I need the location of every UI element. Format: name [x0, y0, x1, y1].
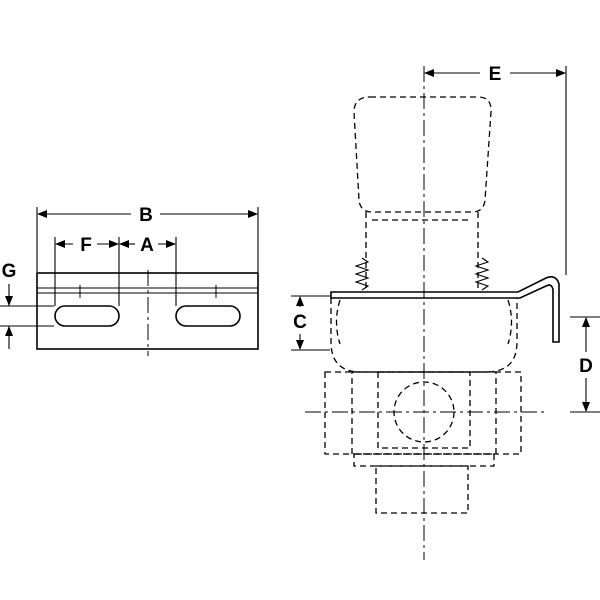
dimension-d — [570, 316, 600, 413]
label-g: G — [2, 261, 17, 282]
dimension-a — [119, 237, 177, 306]
dimension-e — [424, 66, 567, 275]
lower-port — [375, 465, 469, 514]
label-f: F — [80, 235, 92, 256]
control-knob-outline — [353, 96, 492, 290]
label-d: D — [579, 356, 593, 377]
mounting-bracket-bent — [330, 276, 560, 343]
bracket-side-view — [36, 270, 259, 356]
device-centerlines — [305, 66, 545, 560]
housing-outer — [324, 371, 522, 455]
left-spring — [354, 257, 370, 291]
dimension-f — [54, 237, 120, 306]
left-mounting-slot — [54, 305, 120, 327]
dimension-g — [0, 284, 54, 349]
label-a: A — [140, 235, 154, 256]
label-c: C — [293, 312, 307, 333]
label-b: B — [139, 205, 153, 226]
right-spring — [474, 257, 490, 291]
valve-housing — [324, 371, 522, 514]
label-e: E — [489, 64, 502, 85]
dimension-c — [291, 295, 330, 351]
right-mounting-slot — [175, 305, 241, 327]
dimension-b — [36, 207, 259, 272]
